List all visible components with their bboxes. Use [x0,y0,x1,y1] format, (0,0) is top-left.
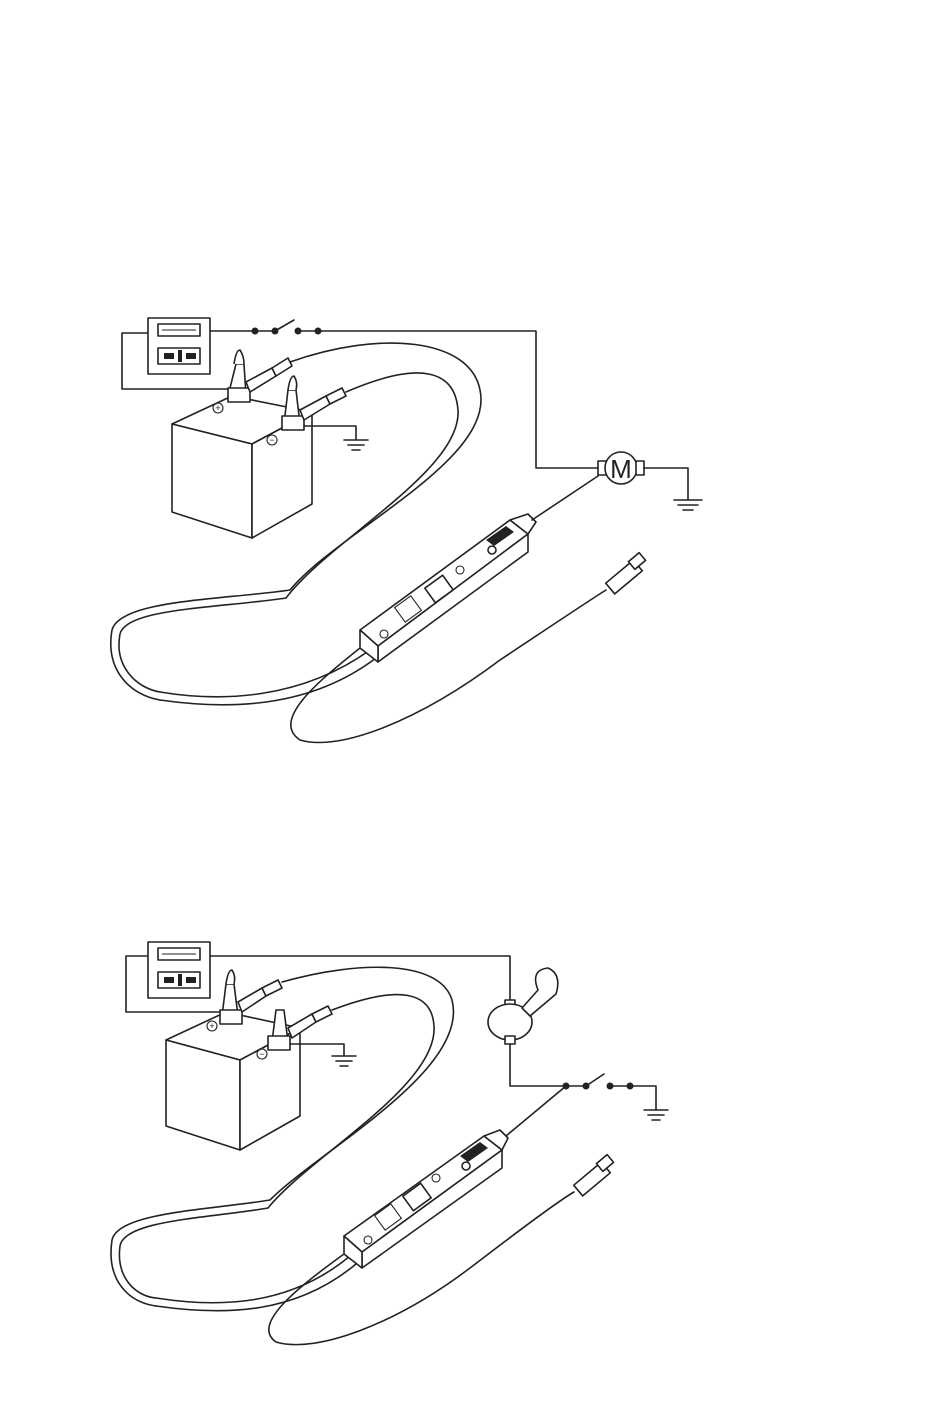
wire-motor-ground [644,468,688,500]
svg-text:+: + [209,1021,214,1031]
motor-circuit-svg: M + − [0,300,950,760]
probe-tip [506,1086,566,1136]
ground-symbol [644,1110,668,1120]
motor-label: M [610,454,632,484]
svg-text:−: − [269,435,274,445]
wire-horn-to-switch [510,1044,566,1086]
power-lead-to-tester [160,650,370,697]
horn [488,968,558,1044]
ground-symbol [674,500,702,510]
diagram-motor-circuit: M + − [0,300,950,760]
negative-clamp [282,376,346,430]
ground-lead-plug [606,553,646,594]
svg-text:+: + [215,403,220,413]
ground-symbol [344,440,368,450]
ground-lead [291,590,606,742]
circuit-tester [344,1130,508,1268]
power-lead-to-tester [160,658,376,705]
svg-text:−: − [259,1049,264,1059]
probe-tip [532,476,598,520]
ground-lead-plug [574,1155,614,1196]
wire-top-to-motor [298,331,598,468]
power-lead-to-tester [156,1264,356,1311]
fuse-box [148,942,210,998]
wire-switch-ground [610,1086,656,1110]
indicator-led [462,1162,470,1170]
switch-blade [586,1074,604,1086]
horn-circuit-svg: + − [0,930,950,1370]
circuit-tester [360,514,536,662]
diagram-horn-circuit: + − [0,930,950,1370]
motor: M [598,452,644,484]
ground-symbol [332,1056,356,1066]
indicator-led [488,546,496,554]
fuse-box [148,318,210,374]
power-lead-to-tester [156,1256,350,1303]
switch-blade [275,320,294,331]
positive-clamp [220,970,282,1024]
positive-clamp [228,350,292,402]
